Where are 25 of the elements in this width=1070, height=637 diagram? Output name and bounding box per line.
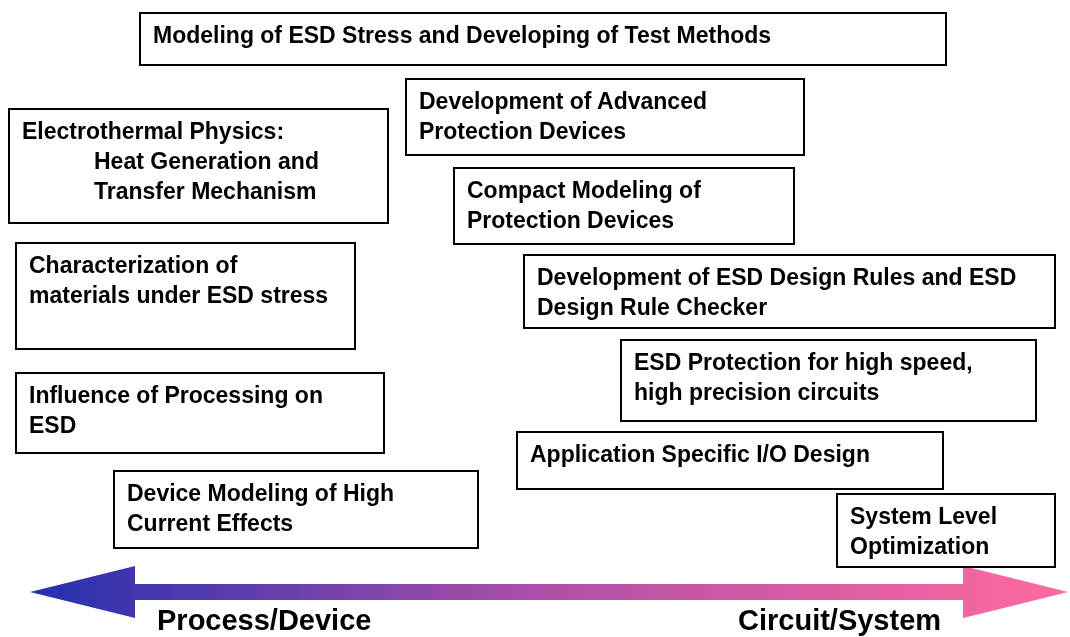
topic-box xyxy=(516,431,944,490)
box-text: Application Specific I/O Design xyxy=(530,440,871,469)
box-text: Heat Generation and Transfer Mechanism xyxy=(93,147,320,206)
topic-box xyxy=(405,78,805,156)
box-text: Development of Advanced Protection Devices xyxy=(419,87,708,146)
topic-box xyxy=(113,470,479,549)
topic-box xyxy=(8,108,389,224)
topic-box xyxy=(620,339,1037,422)
topic-box xyxy=(15,372,385,454)
topic-box xyxy=(836,493,1056,568)
axis-end-label: Process/Device xyxy=(157,604,372,636)
box-text: ESD Protection for high speed, high precision circuits xyxy=(634,348,974,407)
box-text: System Level Optimization xyxy=(850,502,999,561)
topic-box xyxy=(523,254,1056,329)
box-text: Characterization of materials under ESD stress xyxy=(29,251,330,310)
box-text: Device Modeling of High Current Effects xyxy=(127,479,396,538)
box-text: Development of ESD Design Rules and ESD Design Rule Checker xyxy=(537,263,1018,322)
topic-box xyxy=(453,167,795,245)
topic-box xyxy=(139,12,947,66)
box-text: Compact Modeling of Protection Devices xyxy=(467,176,702,235)
box-text: Influence of Processing on ESD xyxy=(29,381,324,440)
axis-end-label: Circuit/System xyxy=(738,604,942,636)
box-heading: Electrothermal Physics: xyxy=(22,117,286,146)
box-text: Modeling of ESD Stress and Developing of Test Methods xyxy=(153,21,773,50)
topic-box xyxy=(15,242,356,350)
